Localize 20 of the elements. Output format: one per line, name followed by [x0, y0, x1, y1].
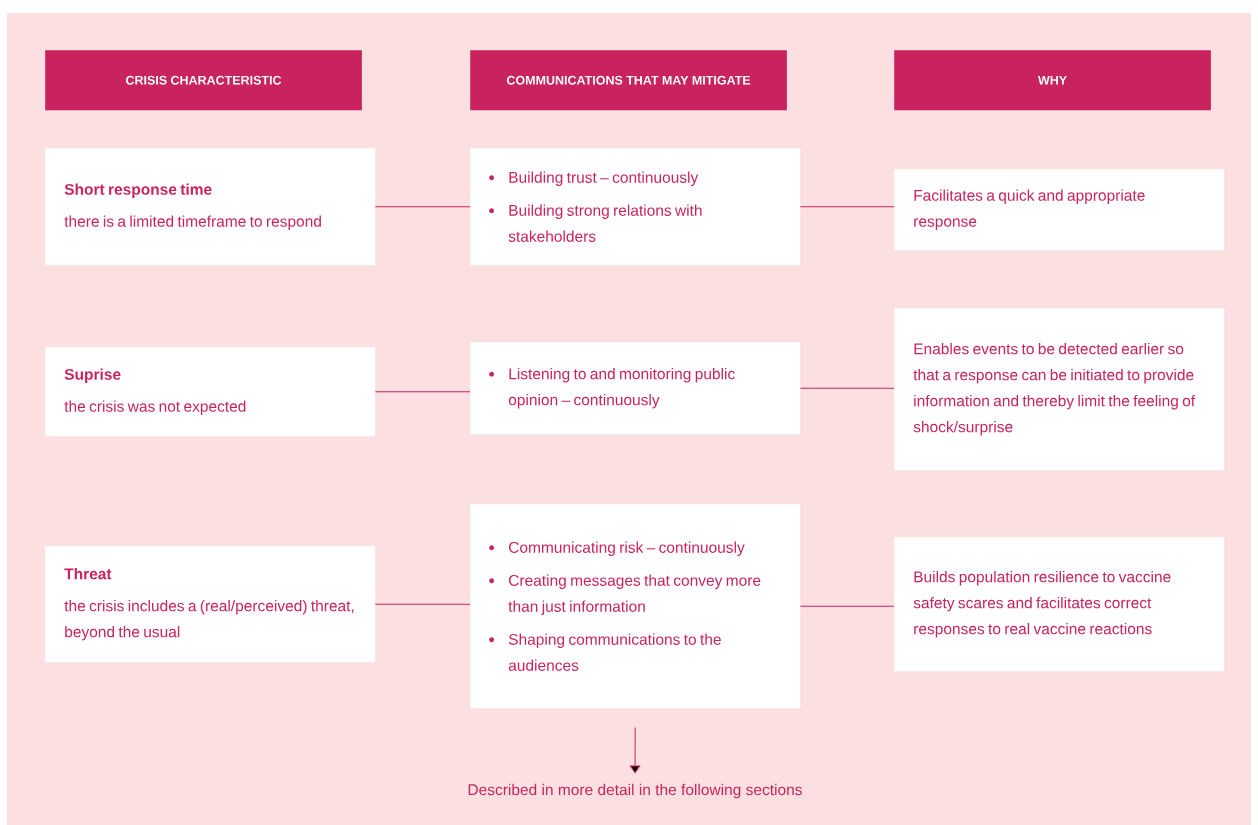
characteristic-box: Short response time there is a limited timeframe to respond	[45, 148, 376, 266]
column-header: CRISIS CHARACTERISTIC	[45, 50, 362, 111]
bullet-list-box: Listening to and monitoring public opinion – continuously	[470, 342, 801, 435]
connector-line	[374, 391, 471, 393]
bullet-list-box: Building trust – continuously Building strong relations with stakeholders	[470, 148, 801, 266]
reason-box: Builds population resilience to vaccine safety scares and facilitates correct responses to real vaccine reactions	[894, 537, 1225, 672]
reason-box: Enables events to be detected earlier so that a response can be initiated to provide information and thereby limit the feeling of shock/surprise	[894, 308, 1225, 471]
note-text: Described in more detail in the following sections	[468, 783, 802, 799]
connector-line	[374, 603, 471, 605]
connector-line	[799, 387, 895, 389]
column-header: WHY	[894, 50, 1211, 111]
column-header: COMMUNICATIONS THAT MAY MITIGATE	[470, 50, 787, 111]
connector-line	[374, 206, 471, 208]
bullet-list-box: Communicating risk – continuously Creating messages that convey more than just information Shaping communications to the audiences	[470, 504, 801, 709]
arrow	[629, 726, 641, 774]
reason-box: Facilitates a quick and appropriate response	[894, 169, 1225, 251]
characteristic-box: Suprise the crisis was not expected	[45, 347, 376, 437]
connector-line	[799, 206, 895, 208]
characteristic-box: Threat the crisis includes a (real/perceived) threat, beyond the usual	[45, 546, 376, 663]
connector-line	[799, 605, 895, 607]
